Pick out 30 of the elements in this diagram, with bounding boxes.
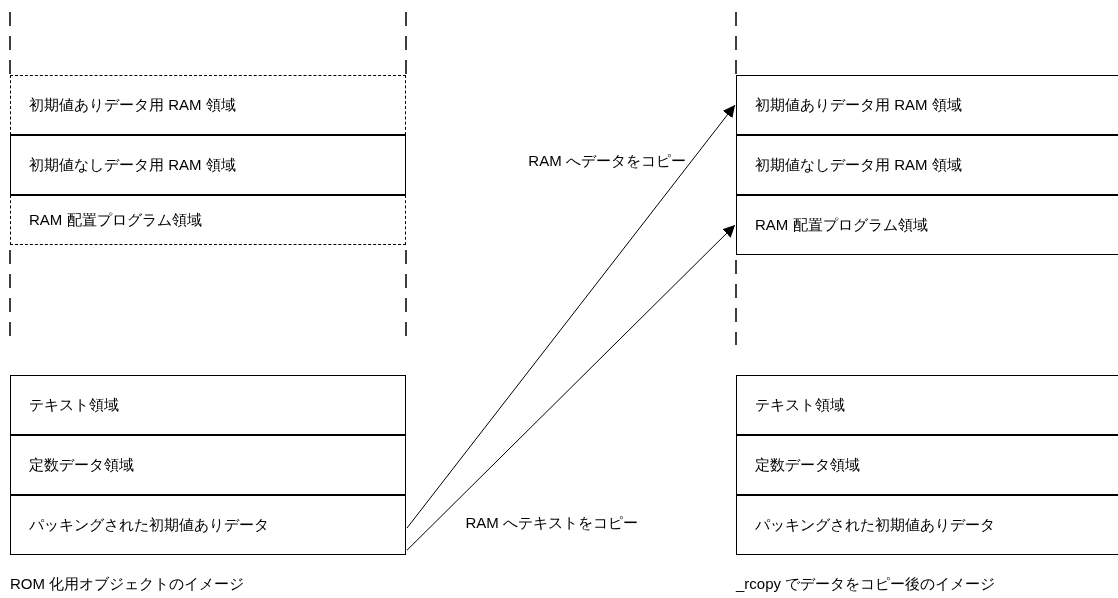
caption-text: ROM 化用オブジェクトのイメージ <box>10 575 245 594</box>
region-label: 定数データ領域 <box>755 455 860 475</box>
arrow <box>406 224 736 551</box>
region-label: テキスト領域 <box>29 395 119 415</box>
caption-text: _rcopy でデータをコピー後のイメージ <box>736 575 996 594</box>
edge-label: RAM へデータをコピー <box>528 152 686 171</box>
region-label: 初期値ありデータ用 RAM 領域 <box>29 95 236 115</box>
region-label: パッキングされた初期値ありデータ <box>29 515 269 535</box>
region-label: RAM 配置プログラム領域 <box>29 210 202 230</box>
region-label: 初期値ありデータ用 RAM 領域 <box>755 95 962 115</box>
memory-region-box <box>736 135 1118 195</box>
memory-region-box <box>736 435 1118 495</box>
arrow <box>406 104 736 529</box>
memory-region-box <box>10 75 406 135</box>
memory-region-box <box>736 375 1118 435</box>
region-label: 初期値なしデータ用 RAM 領域 <box>755 155 962 175</box>
region-label: パッキングされた初期値ありデータ <box>755 515 995 535</box>
region-label: RAM 配置プログラム領域 <box>755 215 928 235</box>
memory-region-box <box>736 195 1118 255</box>
memory-region-box <box>10 195 406 245</box>
memory-region-box <box>10 435 406 495</box>
region-label: テキスト領域 <box>755 395 845 415</box>
memory-region-box <box>10 495 406 555</box>
memory-region-box <box>10 135 406 195</box>
memory-region-box <box>736 75 1118 135</box>
memory-region-box <box>736 495 1118 555</box>
region-label: 定数データ領域 <box>29 455 134 475</box>
memory-region-box <box>10 375 406 435</box>
edge-label: RAM へテキストをコピー <box>465 514 638 533</box>
region-label: 初期値なしデータ用 RAM 領域 <box>29 155 236 175</box>
